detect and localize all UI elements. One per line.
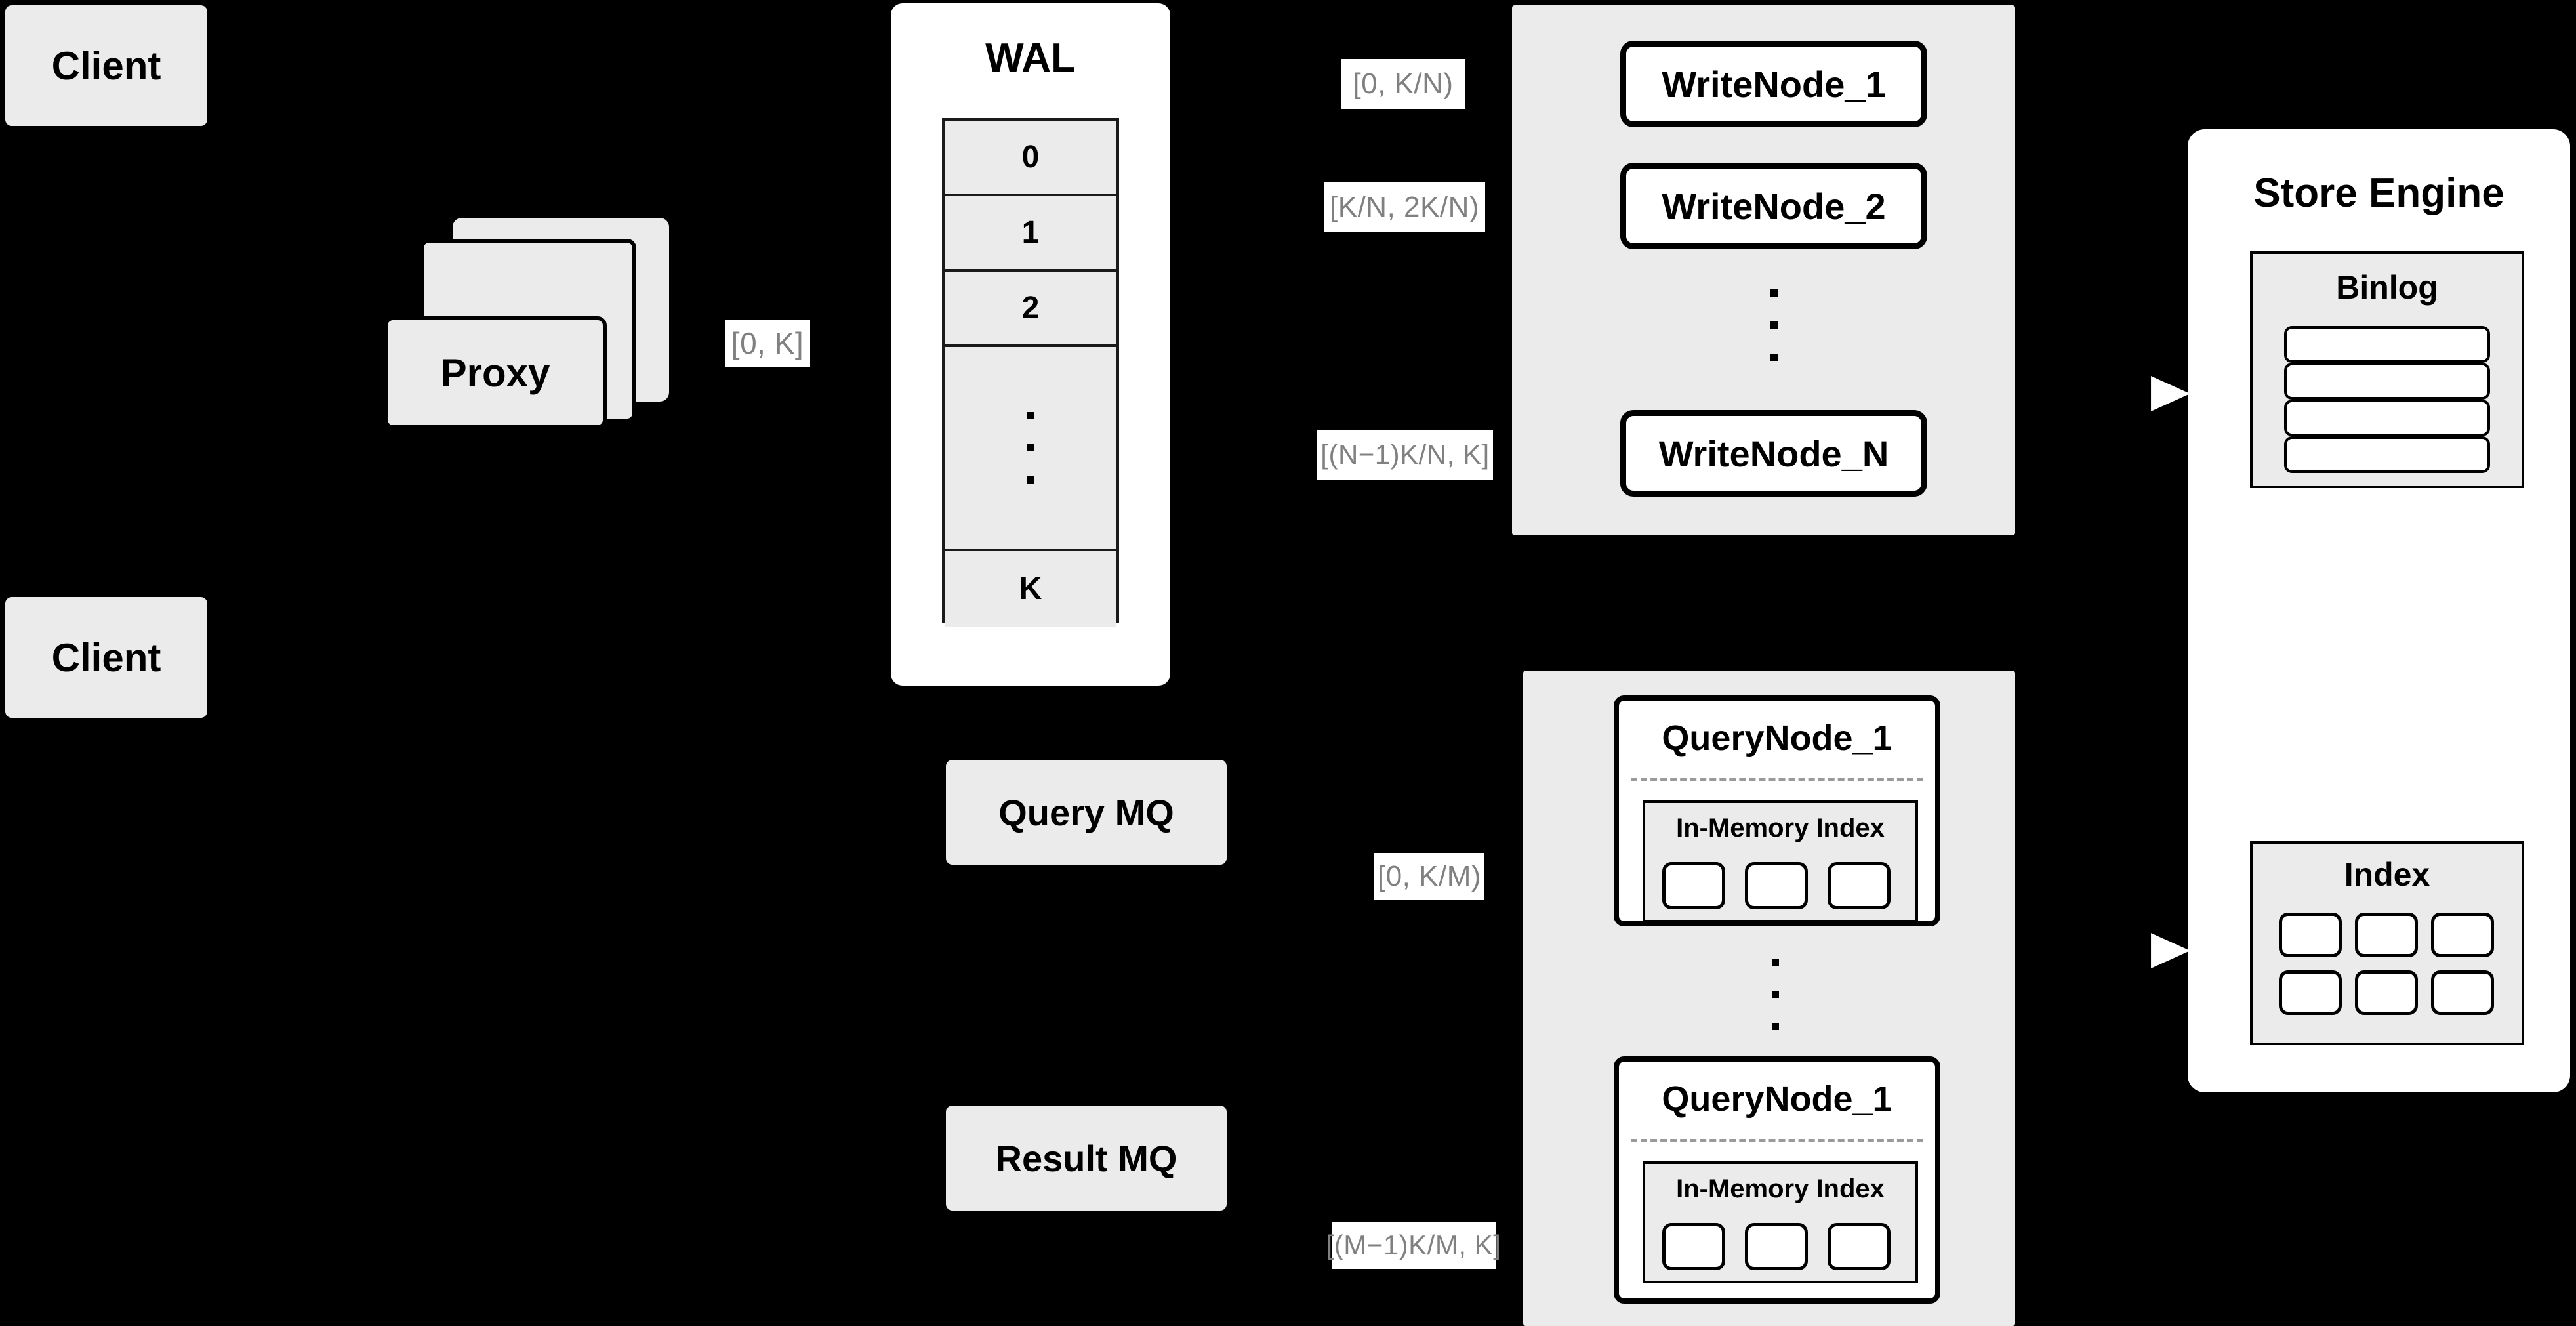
query-mq-label: Query MQ (998, 791, 1174, 833)
edge-label-proxy-to-wal: [0, K] (725, 320, 810, 367)
client-label: Client (51, 635, 161, 680)
wal-entry-row[interactable]: K (945, 551, 1116, 627)
client-node-1[interactable]: Client (5, 5, 207, 126)
write-cluster-ellipsis-icon (1751, 269, 1796, 381)
index-cell[interactable] (2431, 970, 2494, 1015)
query-node-label: QueryNode_1 (1662, 718, 1892, 758)
wal-title: WAL (985, 35, 1076, 81)
index-segment[interactable] (1828, 1223, 1891, 1270)
in-memory-index-panel-2: In-Memory Index (1643, 1161, 1918, 1283)
query-node-label: QueryNode_1 (1662, 1079, 1892, 1119)
binlog-row[interactable] (2284, 400, 2490, 436)
wal-entry-row[interactable]: 2 (945, 272, 1116, 347)
client-node-2[interactable]: Client (5, 597, 207, 718)
index-cell[interactable] (2279, 913, 2342, 957)
index-segment[interactable] (1828, 862, 1891, 909)
index-cell[interactable] (2431, 913, 2494, 957)
edge-label-query-range-1: [0, K/M) (1374, 853, 1484, 900)
proxy-label: Proxy (440, 350, 550, 395)
index-segment[interactable] (1662, 1223, 1725, 1270)
in-memory-index-title: In-Memory Index (1676, 1174, 1885, 1203)
client-label: Client (51, 43, 161, 88)
result-mq-node[interactable]: Result MQ (946, 1106, 1227, 1211)
store-engine-title: Store Engine (2253, 171, 2504, 216)
edge-label-write-range-1: [0, K/N) (1341, 59, 1465, 109)
binlog-panel: Binlog (2250, 251, 2524, 488)
write-node-label: WriteNode_N (1658, 432, 1889, 474)
in-memory-index-panel-1: In-Memory Index (1643, 800, 1918, 922)
query-node-divider (1631, 1139, 1923, 1142)
write-node-n[interactable]: WriteNode_N (1620, 410, 1927, 497)
index-cell[interactable] (2279, 970, 2342, 1015)
write-node-label: WriteNode_1 (1662, 63, 1886, 105)
wal-entry-row[interactable]: 0 (945, 121, 1116, 196)
index-segment[interactable] (1745, 862, 1808, 909)
query-node-divider (1631, 778, 1923, 781)
write-node-1[interactable]: WriteNode_1 (1620, 41, 1927, 127)
write-node-2[interactable]: WriteNode_2 (1620, 163, 1927, 249)
result-mq-label: Result MQ (995, 1137, 1177, 1179)
query-mq-node[interactable]: Query MQ (946, 760, 1227, 865)
in-memory-index-title: In-Memory Index (1676, 814, 1885, 842)
proxy-node[interactable]: Proxy (384, 316, 607, 429)
edge-label-write-range-2: [K/N, 2K/N) (1324, 182, 1485, 232)
binlog-title: Binlog (2336, 269, 2438, 306)
index-panel: Index (2250, 841, 2524, 1045)
wal-entry-ellipsis (945, 347, 1116, 551)
edge-label-query-range-m: [(M−1)K/M, K] (1326, 1222, 1501, 1269)
index-cell[interactable] (2355, 970, 2418, 1015)
binlog-row[interactable] (2284, 436, 2490, 473)
index-segment[interactable] (1662, 862, 1725, 909)
binlog-row[interactable] (2284, 363, 2490, 400)
index-title: Index (2344, 856, 2430, 893)
query-cluster-ellipsis-icon (1753, 938, 1797, 1050)
query-node-m[interactable]: QueryNode_1 In-Memory Index (1614, 1056, 1940, 1304)
write-node-label: WriteNode_2 (1662, 185, 1886, 227)
edge-label-write-range-n: [(N−1)K/N, K] (1317, 430, 1493, 480)
index-segment[interactable] (1745, 1223, 1808, 1270)
wal-entry-table: 0 1 2 K (942, 118, 1119, 627)
binlog-row[interactable] (2284, 326, 2490, 363)
wal-entry-row[interactable]: 1 (945, 196, 1116, 272)
index-cell[interactable] (2355, 913, 2418, 957)
query-node-1[interactable]: QueryNode_1 In-Memory Index (1614, 695, 1940, 926)
vertical-ellipsis-icon (945, 347, 1116, 549)
